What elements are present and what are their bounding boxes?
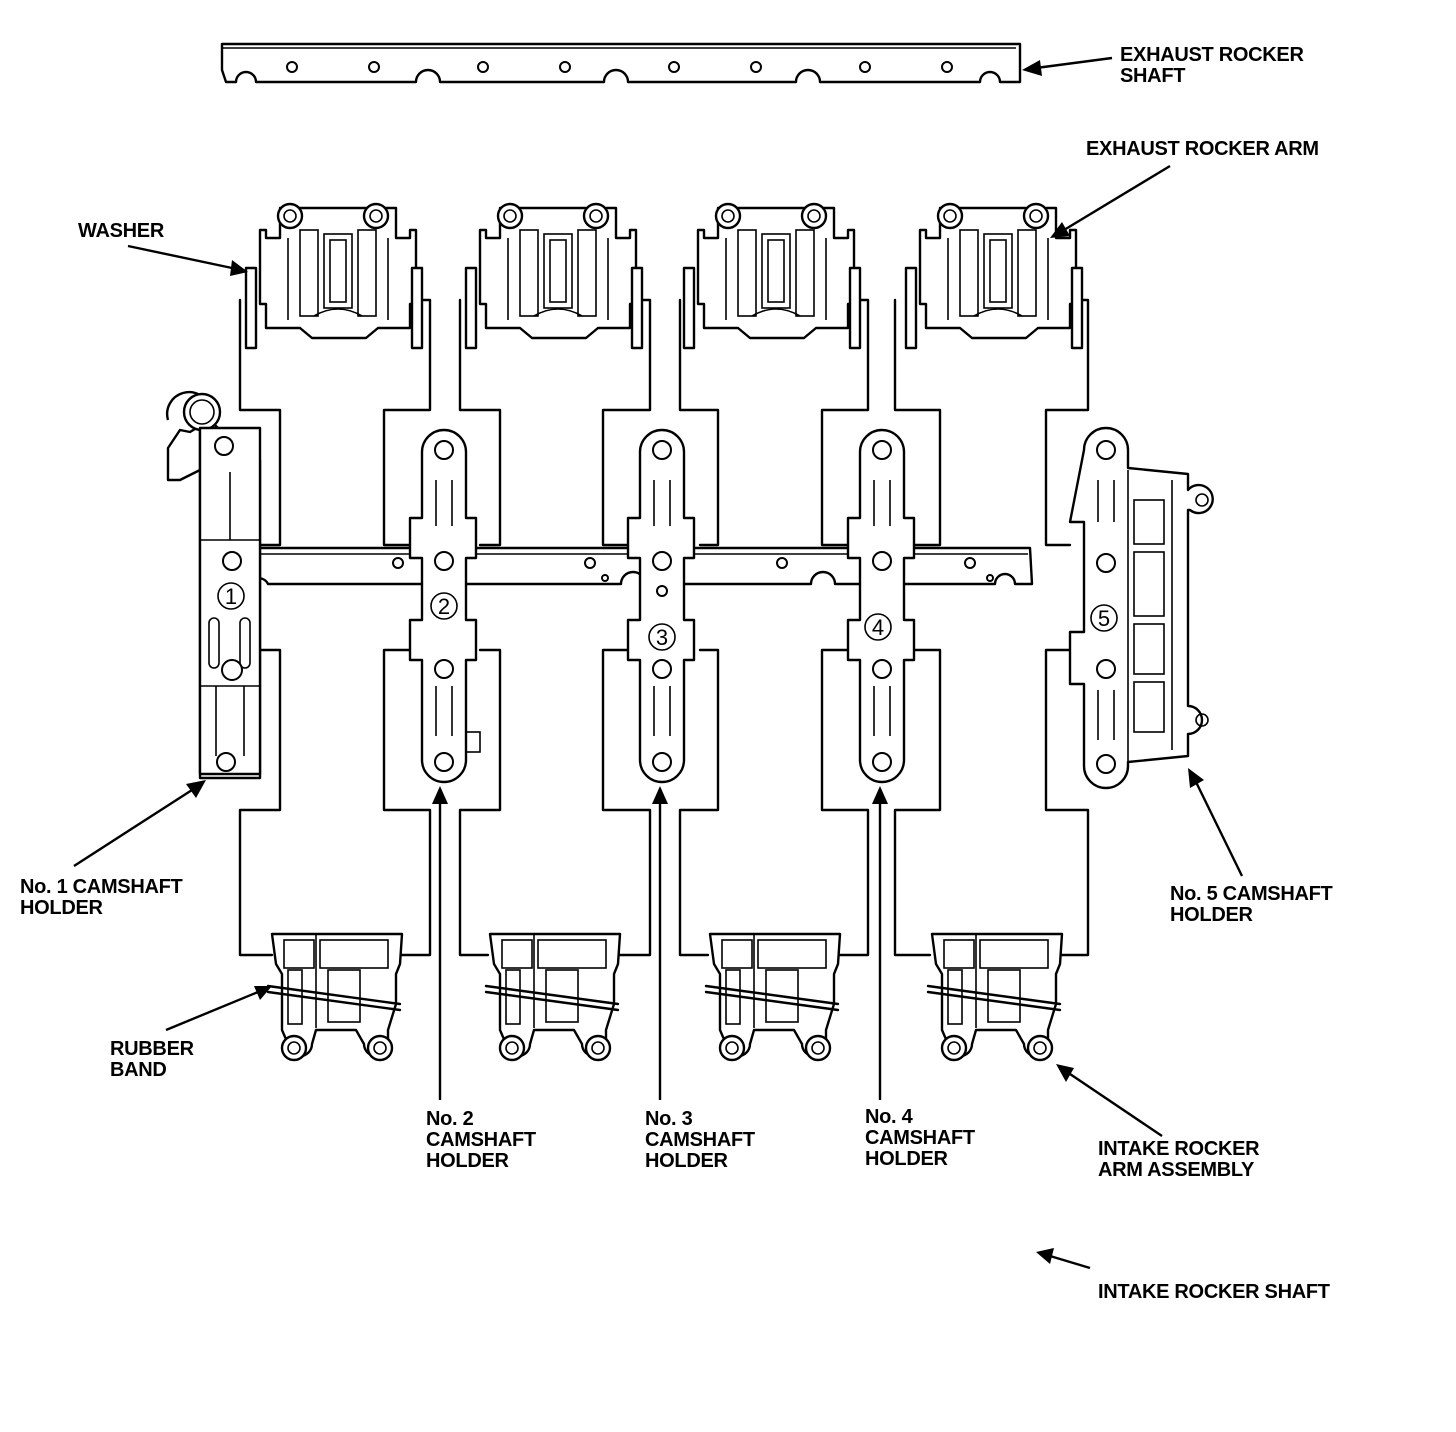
- svg-text:HOLDER: HOLDER: [20, 897, 104, 919]
- svg-text:No. 1 CAMSHAFT: No. 1 CAMSHAFT: [20, 876, 183, 898]
- svg-text:HOLDER: HOLDER: [1170, 904, 1254, 926]
- svg-text:No. 3: No. 3: [645, 1108, 693, 1130]
- camshaft-holder-4: 4: [846, 428, 916, 784]
- svg-text:RUBBER: RUBBER: [110, 1038, 195, 1060]
- exhaust-rocker-arm-1: [244, 202, 424, 350]
- label-intake-rocker-arm-assembly: INTAKE ROCKER ARM ASSEMBLY: [1098, 1138, 1260, 1181]
- svg-text:HOLDER: HOLDER: [645, 1150, 729, 1172]
- label-rubber-band: RUBBER BAND: [110, 1038, 195, 1081]
- holder-number-1: 1: [225, 584, 237, 609]
- svg-text:EXHAUST ROCKER: EXHAUST ROCKER: [1120, 44, 1304, 66]
- label-exhaust-rocker-arm: EXHAUST ROCKER ARM: [1086, 138, 1319, 160]
- label-exhaust-rocker-shaft: EXHAUST ROCKER SHAFT: [1120, 44, 1305, 87]
- exhaust-rocker-arm-3: [682, 202, 862, 350]
- svg-text:HOLDER: HOLDER: [865, 1148, 949, 1170]
- label-camshaft-holder-4: No. 4 CAMSHAFT HOLDER: [865, 1106, 975, 1170]
- svg-text:SHAFT: SHAFT: [1120, 65, 1185, 87]
- label-intake-rocker-shaft: INTAKE ROCKER SHAFT: [1098, 1281, 1330, 1303]
- leader-arrows: [73, 56, 1244, 1270]
- camshaft-holder-5: 5: [1068, 426, 1214, 790]
- exhaust-rocker-arm-4: [904, 202, 1084, 350]
- svg-text:HOLDER: HOLDER: [426, 1150, 510, 1172]
- svg-text:CAMSHAFT: CAMSHAFT: [645, 1129, 755, 1151]
- intake-rocker-arm-3: [704, 932, 842, 1062]
- intake-rocker-arm-2: [484, 932, 622, 1062]
- svg-text:No. 4: No. 4: [865, 1106, 914, 1128]
- camshaft-holder-3: 3: [626, 428, 696, 784]
- intake-rocker-arm-1: [266, 932, 404, 1062]
- exhaust-rocker-shaft: [220, 42, 1022, 84]
- holder-number-3: 3: [656, 625, 668, 650]
- label-camshaft-holder-3: No. 3 CAMSHAFT HOLDER: [645, 1108, 755, 1172]
- label-camshaft-holder-5: No. 5 CAMSHAFT HOLDER: [1170, 883, 1333, 926]
- svg-text:CAMSHAFT: CAMSHAFT: [865, 1127, 975, 1149]
- label-camshaft-holder-1: No. 1 CAMSHAFT HOLDER: [20, 876, 183, 919]
- svg-text:INTAKE ROCKER: INTAKE ROCKER: [1098, 1138, 1260, 1160]
- svg-text:CAMSHAFT: CAMSHAFT: [426, 1129, 536, 1151]
- svg-text:No. 2: No. 2: [426, 1108, 474, 1130]
- holder-number-5: 5: [1098, 606, 1110, 631]
- camshaft-holder-2: 2: [408, 428, 481, 784]
- holder-number-2: 2: [438, 594, 450, 619]
- label-camshaft-holder-2: No. 2 CAMSHAFT HOLDER: [426, 1108, 536, 1172]
- exhaust-rocker-arm-2: [464, 202, 644, 350]
- intake-rocker-arm-4: [926, 932, 1064, 1062]
- svg-text:No. 5 CAMSHAFT: No. 5 CAMSHAFT: [1170, 883, 1333, 905]
- svg-text:ARM ASSEMBLY: ARM ASSEMBLY: [1098, 1159, 1255, 1181]
- label-washer: WASHER: [78, 220, 165, 242]
- holder-number-4: 4: [872, 615, 884, 640]
- camshaft-holder-1: 1: [166, 391, 262, 780]
- svg-text:BAND: BAND: [110, 1059, 167, 1081]
